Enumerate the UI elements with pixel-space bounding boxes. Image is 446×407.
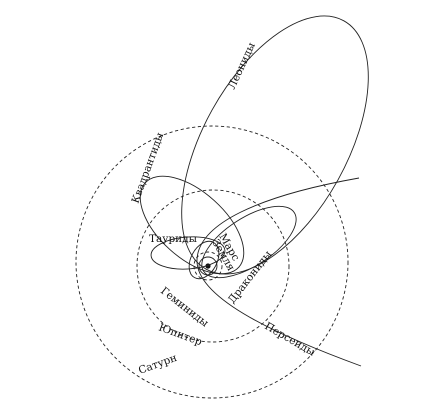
quadrantids-label: Квадрантиды [130,131,167,205]
jupiter-orbit [136,189,290,343]
perseids-orbit [196,177,362,367]
jupiter-label: Юпитер [157,322,204,349]
saturn-orbit [75,125,349,399]
quadrantids-orbit [139,175,245,275]
draconids-orbit [201,205,297,279]
leonids-label: Леониды [226,41,258,92]
saturn-label: Сатурн [137,352,179,377]
leonids-orbit [181,15,369,275]
geminids-orbit [188,240,220,280]
perseids-label: Персеиды [263,320,318,358]
taurids-label: Тауриды [149,233,197,245]
